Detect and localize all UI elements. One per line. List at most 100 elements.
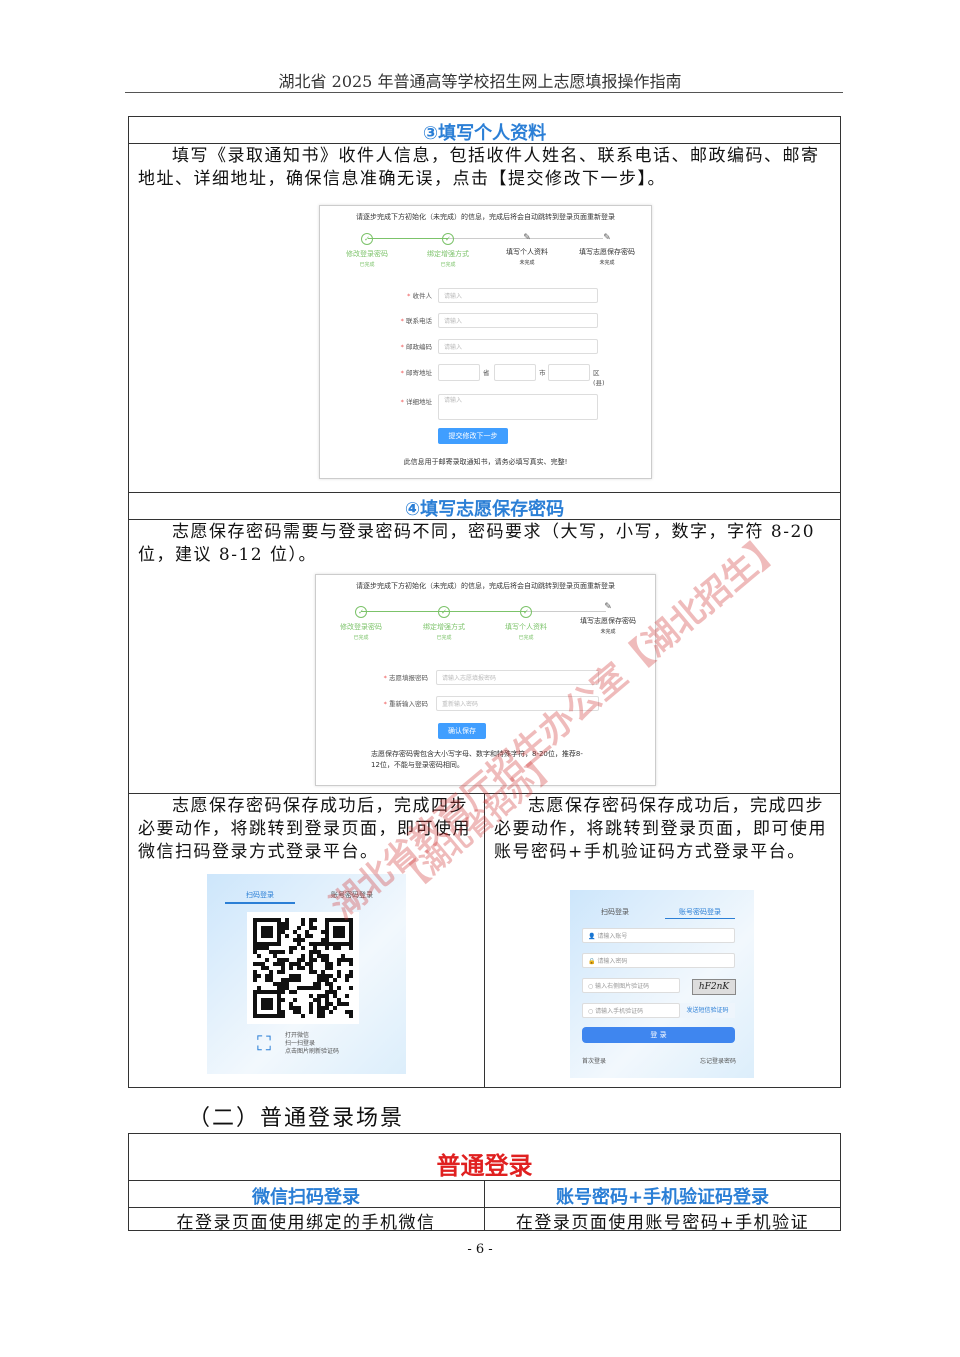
qr-module xyxy=(289,946,293,950)
qr-module xyxy=(333,930,337,934)
qr-module xyxy=(273,990,277,994)
qr-module xyxy=(321,994,325,998)
qr-module xyxy=(253,942,257,946)
qr-module xyxy=(269,950,273,954)
qr-module xyxy=(261,1006,265,1010)
section3-title: ③填写个人资料 xyxy=(422,123,547,144)
qr-module xyxy=(309,954,313,958)
password-input[interactable]: 🔒 请输入密码 xyxy=(582,953,735,968)
qr-module xyxy=(325,978,329,982)
qr-module xyxy=(297,934,301,938)
qr-module xyxy=(285,986,289,990)
qr-module xyxy=(345,974,349,978)
detail-textarea[interactable]: 请输入 xyxy=(438,394,598,420)
phone-input[interactable]: 请输入 xyxy=(438,313,598,328)
forgot-password-link[interactable]: 忘记登录密码 xyxy=(699,1058,736,1065)
captcha-input[interactable]: ○ 输入右侧图片验证码 xyxy=(582,978,680,993)
qr-module xyxy=(349,974,353,978)
qr-module xyxy=(337,934,341,938)
qr-module xyxy=(349,930,353,934)
qr-module xyxy=(309,950,313,954)
qr-module xyxy=(289,962,293,966)
qr-module xyxy=(349,918,353,922)
qr-module xyxy=(333,990,337,994)
tab-account-login[interactable]: 账号密码登录 xyxy=(679,908,721,916)
qr-module xyxy=(257,1014,261,1018)
qr-module xyxy=(265,934,269,938)
qr-module xyxy=(337,998,341,1002)
send-sms-button[interactable]: 发送短信验证码 xyxy=(680,1003,735,1018)
save-password-input[interactable]: 请输入志愿填报密码 xyxy=(436,670,599,685)
submit-next-button[interactable]: 提交修改下一步 xyxy=(438,428,508,444)
qr-module xyxy=(273,962,277,966)
qr-module xyxy=(333,978,337,982)
qr-module xyxy=(317,986,321,990)
qr-module xyxy=(265,978,269,982)
section-heading: （二）普通登录场景 xyxy=(188,1106,405,1131)
qr-module xyxy=(265,926,269,930)
qr-module xyxy=(349,1014,353,1018)
qr-module xyxy=(337,946,341,950)
province-input[interactable] xyxy=(438,364,480,381)
qr-module xyxy=(313,982,317,986)
login-button[interactable]: 登 录 xyxy=(582,1027,735,1043)
qr-module xyxy=(337,930,341,934)
account-login-screenshot: 扫码登录 账号密码登录 👤 请输入账号 🔒 请输入密码 ○ 输入右侧图片验证码 … xyxy=(570,890,754,1078)
step-3: ✓填写个人资料已完成 xyxy=(505,606,547,641)
edit-icon: ✎ xyxy=(604,602,612,612)
qr-module xyxy=(265,1006,269,1010)
qr-module xyxy=(269,970,273,974)
divider xyxy=(484,1180,485,1231)
qr-module xyxy=(261,990,265,994)
qr-module xyxy=(333,918,337,922)
city-input[interactable] xyxy=(494,364,536,381)
qr-module xyxy=(333,926,337,930)
qr-module xyxy=(325,982,329,986)
tab-qr-login[interactable]: 扫码登录 xyxy=(246,891,274,899)
qr-module xyxy=(297,966,301,970)
qr-module xyxy=(297,938,301,942)
qr-module xyxy=(325,946,329,950)
qr-module xyxy=(337,1002,341,1006)
qr-module xyxy=(261,998,265,1002)
qr-module xyxy=(281,966,285,970)
account-input[interactable]: 👤 请输入账号 xyxy=(582,928,735,943)
sms-code-input[interactable]: ○ 请输入手机验证码 xyxy=(582,1003,680,1018)
qr-module xyxy=(301,946,305,950)
qr-module xyxy=(297,974,301,978)
divider xyxy=(128,143,841,144)
qr-module xyxy=(321,1006,325,1010)
note: 志愿保存密码需包含大小写字母、数字和特殊字符，8-20位，推荐8-12位，不能与… xyxy=(371,750,583,769)
district-input[interactable] xyxy=(548,364,590,381)
qr-module xyxy=(285,922,289,926)
first-login-link[interactable]: 首次登录 xyxy=(582,1058,607,1065)
qr-module xyxy=(285,958,289,962)
qr-module xyxy=(253,1014,257,1018)
postcode-input[interactable]: 请输入 xyxy=(438,339,598,354)
confirm-save-button[interactable]: 确认保存 xyxy=(438,723,486,739)
qr-module xyxy=(325,918,329,922)
page-number: - 6 - xyxy=(467,1242,493,1257)
tab-qr-login[interactable]: 扫码登录 xyxy=(601,908,629,916)
qr-module xyxy=(325,922,329,926)
qr-module xyxy=(253,990,257,994)
qr-module xyxy=(253,922,257,926)
qr-module xyxy=(325,990,329,994)
qr-module xyxy=(253,1006,257,1010)
qr-module xyxy=(349,962,353,966)
qr-module xyxy=(309,1010,313,1014)
qr-module xyxy=(281,978,285,982)
qr-module xyxy=(345,994,349,998)
confirm-password-input[interactable]: 重新输入密码 xyxy=(436,696,599,711)
qr-module xyxy=(269,978,273,982)
captcha-image[interactable]: hF2nK xyxy=(692,979,736,995)
qr-module xyxy=(301,986,305,990)
qr-module xyxy=(257,990,261,994)
qr-module xyxy=(317,954,321,958)
tab-account-login[interactable]: 账号密码登录 xyxy=(331,891,373,899)
qr-module xyxy=(329,982,333,986)
qr-module xyxy=(293,946,297,950)
qr-module xyxy=(265,946,269,950)
qr-code[interactable] xyxy=(247,912,359,1024)
recipient-input[interactable]: 请输入 xyxy=(438,288,598,303)
